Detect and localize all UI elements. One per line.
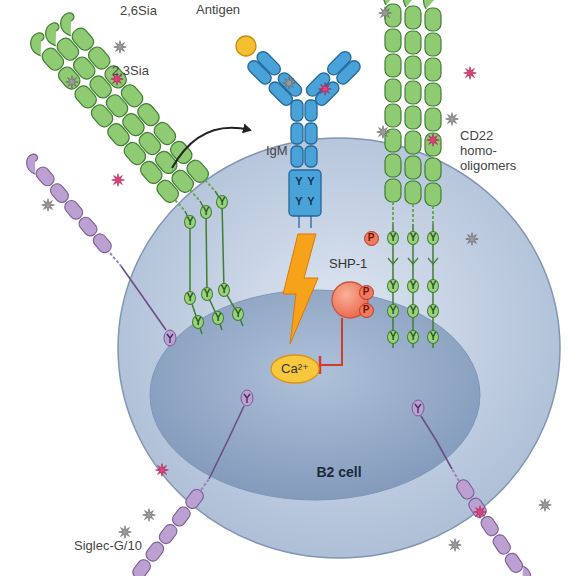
tyrosine-motif: Y (427, 330, 439, 344)
tyrosine-motif: Y (387, 279, 399, 293)
cell-name: B2 cell (116, 464, 562, 480)
sialic-acid-2-3 (112, 174, 125, 187)
cd22-chain (404, 0, 422, 204)
cell-membrane (118, 138, 560, 558)
sialic-acid-2-6 (539, 499, 552, 512)
sialic-acid-2-6 (66, 76, 79, 89)
tyrosine-motif: Y (212, 311, 224, 325)
sialic-acid-2-6 (143, 509, 156, 522)
sialic-acid-2-3 (156, 464, 169, 477)
sialic-acid-2-3 (427, 134, 440, 147)
tyrosine-motif: Y (306, 194, 316, 208)
tyrosine-motif: Y (407, 330, 419, 344)
phosphate-mark: P (364, 231, 379, 246)
cell-body: B2 cell SHP-1Ca²⁺ (116, 136, 562, 560)
tyrosine-motif: Y (387, 330, 399, 344)
igm-antibody (245, 49, 304, 108)
cd22-chain (412, 204, 414, 224)
sialic-acid-2-6 (42, 199, 55, 212)
protein-name: SHP-1 (329, 256, 367, 271)
cell-body-outline (116, 136, 562, 560)
sialic-acid-2-6 (283, 77, 296, 90)
sialic-acid-2-6 (449, 539, 462, 552)
tyrosine-motif: Y (201, 287, 213, 301)
cd22-chain (56, 10, 212, 186)
igm-antibody (291, 123, 303, 144)
part-label: 2,6Sia (120, 3, 157, 18)
igm-antibody (245, 58, 273, 86)
siglec-chain (121, 487, 207, 576)
tyrosine-motif: Y (232, 307, 244, 321)
part-label: Antigen (196, 2, 240, 17)
igm-antibody (304, 49, 363, 108)
cd22-chain (41, 20, 197, 196)
part-label: CD22 homo-oligomers (460, 128, 524, 173)
antigen (236, 36, 256, 56)
sialic-acid-2-3 (464, 67, 477, 80)
sialic-acid-2-6 (466, 233, 479, 246)
ion-name: Ca²⁺ (270, 354, 320, 384)
igm-antibody (289, 170, 321, 216)
tyrosine-motif: Y (427, 231, 439, 245)
igm-antibody (298, 216, 299, 228)
sialic-acid-2-6 (377, 126, 390, 139)
tyrosine-motif: Y (427, 304, 439, 318)
igm-antibody (310, 216, 311, 228)
igm-antibody (305, 123, 317, 144)
tyrosine-motif: Y (184, 215, 196, 229)
tyrosine-motif: Y (427, 279, 439, 293)
siglec-chain (164, 330, 176, 346)
igm-antibody (291, 100, 303, 121)
tyrosine-motif: Y (407, 231, 419, 245)
igm-antibody (334, 58, 362, 86)
part-label: Siglec-G/10 (74, 538, 142, 553)
sialic-acid-2-6 (119, 526, 132, 539)
igm-antibody (305, 146, 317, 167)
sialic-acid-2-6 (114, 41, 127, 54)
cd22-chain (384, 0, 402, 202)
tyrosine-motif: Y (387, 304, 399, 318)
tyrosine-motif: Y (192, 315, 204, 329)
siglec-chain (412, 400, 424, 416)
tyrosine-motif: Y (200, 205, 212, 219)
tyrosine-motif: Y (294, 174, 304, 188)
calcium-oval (271, 355, 319, 383)
calcium-oval: Ca²⁺ (270, 354, 320, 384)
sialic-acid-2-3 (319, 83, 332, 96)
part-label: IgM (266, 143, 288, 158)
tyrosine-motif: Y (218, 283, 230, 297)
cd22-chain (384, 0, 442, 348)
nucleus (150, 290, 480, 500)
tyrosine-motif: Y (387, 231, 399, 245)
part-label: 2,3Sia (112, 63, 149, 78)
sialic-acid-2-6 (446, 113, 459, 126)
cd22-chain (424, 0, 442, 206)
siglec-chain (110, 253, 121, 266)
siglec-chain (241, 390, 253, 406)
tyrosine-motif: Y (407, 279, 419, 293)
tyrosine-motif: Y (407, 304, 419, 318)
sialic-acid-2-6 (379, 7, 392, 20)
sialic-acid-2-3 (474, 506, 487, 519)
tyrosine-motif: Y (184, 291, 196, 305)
phosphate-mark: P (359, 285, 374, 300)
tyrosine-motif: Y (306, 174, 316, 188)
igm-antibody (305, 100, 317, 121)
tyrosine-motif: Y (216, 195, 228, 209)
tyrosine-motif: Y (294, 194, 304, 208)
igm-antibody (291, 146, 303, 167)
siglec-chain (22, 152, 114, 256)
phosphate-mark: P (359, 303, 374, 318)
